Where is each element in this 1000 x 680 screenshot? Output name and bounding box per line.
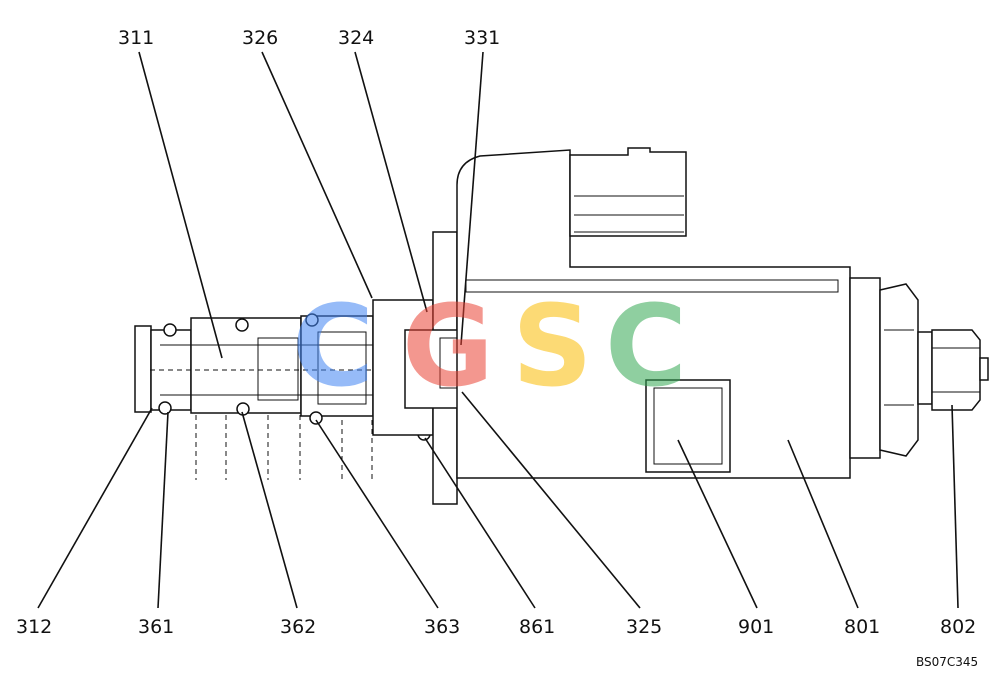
valve-body [134, 315, 470, 480]
watermark-letter-1: C [292, 282, 374, 412]
part-label-331: 331 [464, 27, 500, 49]
part-label-363: 363 [424, 616, 460, 638]
part-label-326: 326 [242, 27, 278, 49]
part-label-802: 802 [940, 616, 976, 638]
part-label-861: 861 [519, 616, 555, 638]
part-labels-top: 311 326 324 331 [118, 27, 500, 49]
part-label-362: 362 [280, 616, 316, 638]
watermark: C G S C [292, 282, 687, 412]
leader-lines-bottom [37, 391, 959, 609]
part-labels-bottom: 312 361 362 363 861 325 901 801 802 [16, 616, 976, 638]
watermark-letter-3: S [512, 282, 593, 412]
part-label-312: 312 [16, 616, 52, 638]
part-label-801: 801 [844, 616, 880, 638]
part-label-324: 324 [338, 27, 374, 49]
part-label-325: 325 [626, 616, 662, 638]
watermark-letter-4: C [605, 282, 687, 412]
part-label-361: 361 [138, 616, 174, 638]
reference-code: BS07C345 [916, 655, 978, 669]
leader-lines-top [138, 51, 484, 359]
part-label-901: 901 [738, 616, 774, 638]
watermark-letter-2: G [402, 282, 494, 412]
o-rings [158, 313, 431, 441]
solenoid-housing [456, 147, 881, 479]
lock-nut [879, 283, 989, 457]
part-label-311: 311 [118, 27, 154, 49]
